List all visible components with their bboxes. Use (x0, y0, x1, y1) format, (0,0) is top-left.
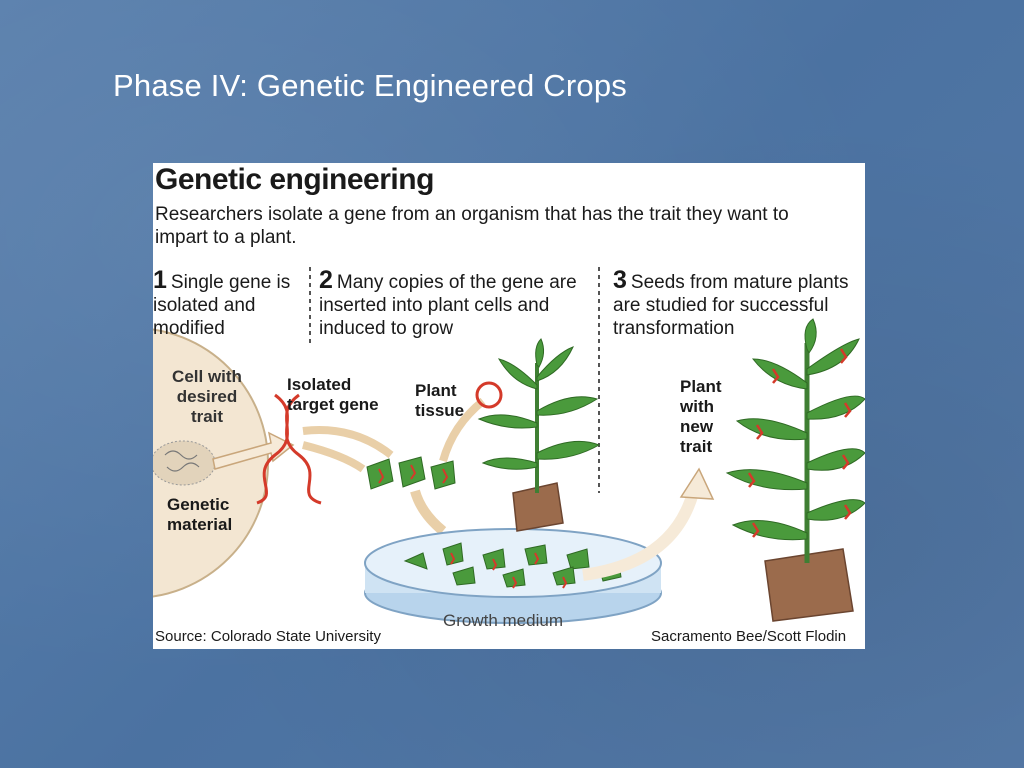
figure-heading: Genetic engineering (155, 163, 434, 196)
label-genetic-material: Genetic material (167, 495, 233, 534)
credit-note: Sacramento Bee/Scott Flodin (651, 628, 847, 645)
label-new-trait: Plant with new trait (680, 377, 722, 456)
arrow-to-tissue-1 (302, 426, 394, 459)
step-1-number: 1 (153, 266, 167, 294)
label-isolated-gene: Isolated target gene (287, 375, 379, 414)
slide-title: Phase IV: Genetic Engineered Crops (113, 68, 628, 103)
label-growth-medium: Growth medium (443, 611, 563, 630)
label-cell: Cell with desired trait (172, 367, 242, 426)
young-plant (475, 338, 601, 532)
arrow-to-mature-plant (582, 491, 699, 581)
figure-intro: Researchers isolate a gene from an organ… (155, 204, 789, 248)
step-2-number: 2 (319, 266, 333, 294)
step-3-number: 3 (613, 266, 627, 294)
step-3-text: Seeds from mature plants are studied for… (613, 272, 849, 339)
dna-helix (256, 393, 322, 505)
source-note: Source: Colorado State University (155, 628, 381, 645)
label-plant-tissue: Plant tissue (415, 381, 465, 420)
step-1-text: Single gene is isolated and modified (153, 272, 291, 339)
step-2-text: Many copies of the gene are inserted int… (319, 272, 577, 339)
genetic-engineering-figure: Genetic engineering Researchers isolate … (153, 163, 865, 649)
arrow-to-tissue-2 (302, 441, 366, 473)
tissue-fragments (366, 456, 456, 490)
diagram-artwork (153, 267, 865, 624)
mature-plant-new-trait (725, 318, 865, 622)
arrow-plant-to-tissue (439, 397, 486, 463)
petri-dish (364, 528, 662, 624)
arrow-to-dish (410, 489, 447, 535)
arrow-to-gene (212, 431, 295, 470)
